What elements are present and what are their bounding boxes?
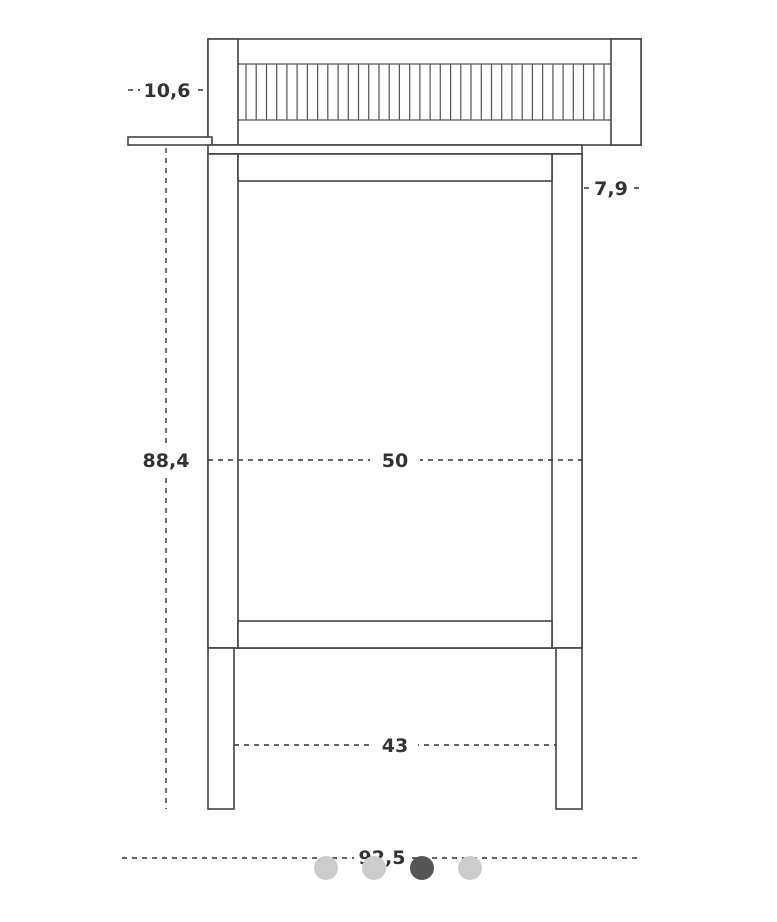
left-leg xyxy=(207,647,235,810)
main-frame xyxy=(207,153,583,649)
carousel-dot[interactable] xyxy=(458,856,482,880)
frame-top-rail xyxy=(237,153,553,182)
carousel-dot[interactable] xyxy=(314,856,338,880)
top-box-outer xyxy=(207,38,642,146)
top-box xyxy=(207,38,642,146)
carousel-pagination xyxy=(314,856,482,880)
frame-right-post xyxy=(551,153,583,649)
right-leg xyxy=(555,647,583,810)
dim-label-top-rail: 7,9 xyxy=(594,178,628,200)
frame-left-post xyxy=(207,153,239,649)
frame-bottom-rail xyxy=(237,620,553,649)
carousel-dot-active[interactable] xyxy=(410,856,434,880)
dim-label-inner-width: 50 xyxy=(382,450,408,472)
top-plate xyxy=(207,144,583,155)
frame-outer xyxy=(207,153,583,649)
dim-label-total-height: 88,4 xyxy=(143,450,190,472)
dim-label-top-height: 10,6 xyxy=(144,80,191,102)
top-box-slats xyxy=(245,64,605,120)
side-ledge xyxy=(127,136,213,146)
top-box-left-post xyxy=(207,38,239,146)
carousel-dot[interactable] xyxy=(362,856,386,880)
dim-label-leg-span: 43 xyxy=(382,735,408,757)
top-box-right-post xyxy=(610,38,642,146)
